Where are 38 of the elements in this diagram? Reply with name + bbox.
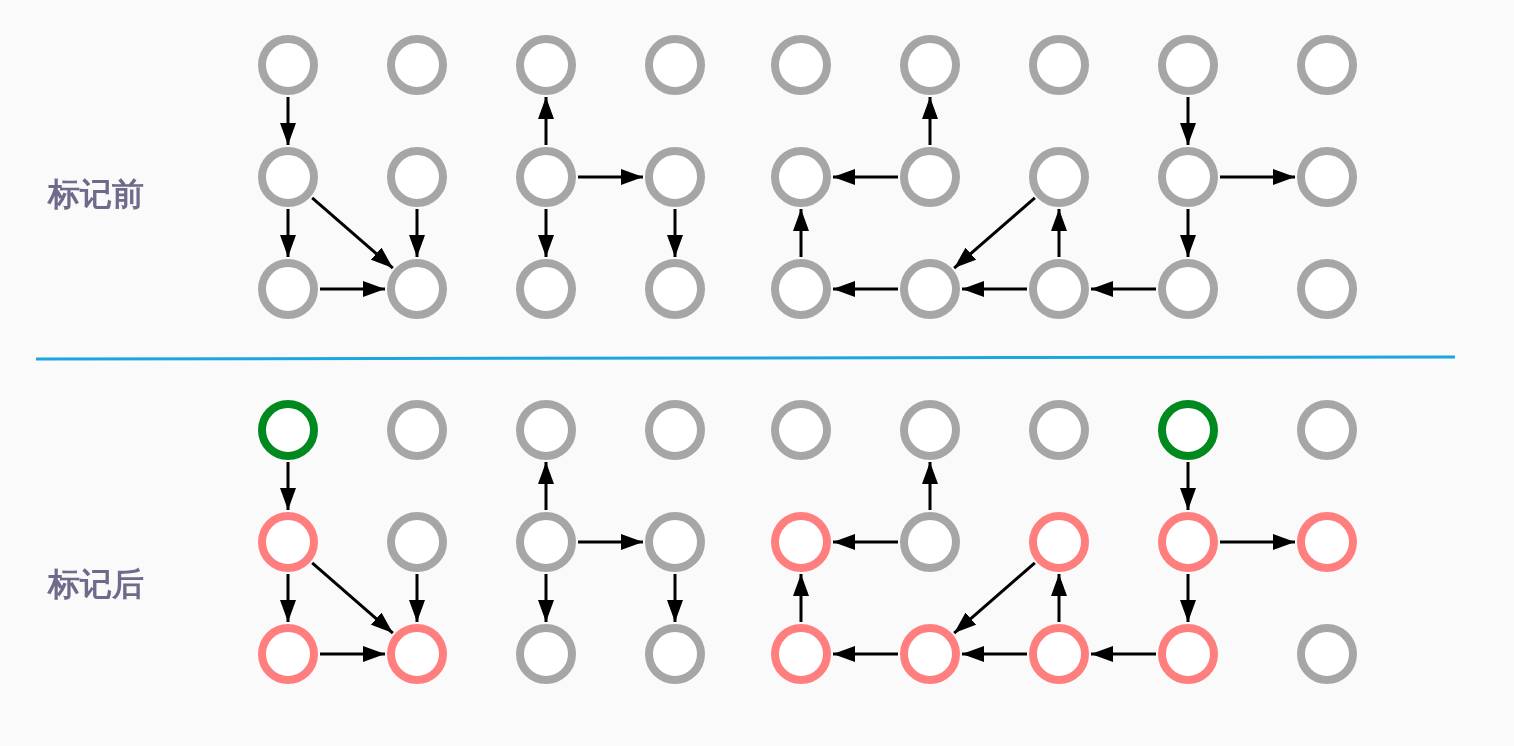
arrow bbox=[1180, 97, 1196, 145]
arrow bbox=[1091, 281, 1156, 297]
arrow bbox=[667, 574, 683, 622]
arrow bbox=[833, 169, 898, 185]
arrow bbox=[578, 169, 643, 185]
arrow bbox=[538, 462, 554, 510]
arrow bbox=[409, 574, 425, 622]
arrow bbox=[538, 209, 554, 257]
arrow bbox=[1220, 169, 1295, 185]
arrow bbox=[320, 281, 385, 297]
arrow bbox=[1180, 574, 1196, 622]
arrow bbox=[1091, 646, 1156, 662]
arrow bbox=[280, 574, 296, 622]
row-label: 标记前 bbox=[48, 174, 144, 215]
arrow bbox=[280, 209, 296, 257]
arrow bbox=[833, 281, 898, 297]
arrow bbox=[578, 534, 643, 550]
arrow bbox=[962, 646, 1027, 662]
arrow bbox=[409, 209, 425, 257]
arrow bbox=[1051, 574, 1067, 622]
arrow bbox=[538, 574, 554, 622]
arrow bbox=[280, 462, 296, 510]
arrow bbox=[833, 646, 898, 662]
arrow bbox=[320, 646, 385, 662]
arrow bbox=[833, 534, 898, 550]
arrow bbox=[793, 574, 809, 622]
arrow bbox=[922, 97, 938, 145]
arrow bbox=[922, 462, 938, 510]
arrow bbox=[667, 209, 683, 257]
arrow bbox=[1051, 209, 1067, 257]
arrow bbox=[1220, 534, 1295, 550]
arrow bbox=[962, 281, 1027, 297]
arrow bbox=[793, 209, 809, 257]
row-label: 标记后 bbox=[48, 564, 144, 605]
arrow bbox=[1180, 209, 1196, 257]
arrow bbox=[280, 97, 296, 145]
arrow bbox=[538, 97, 554, 145]
arrow bbox=[1180, 462, 1196, 510]
